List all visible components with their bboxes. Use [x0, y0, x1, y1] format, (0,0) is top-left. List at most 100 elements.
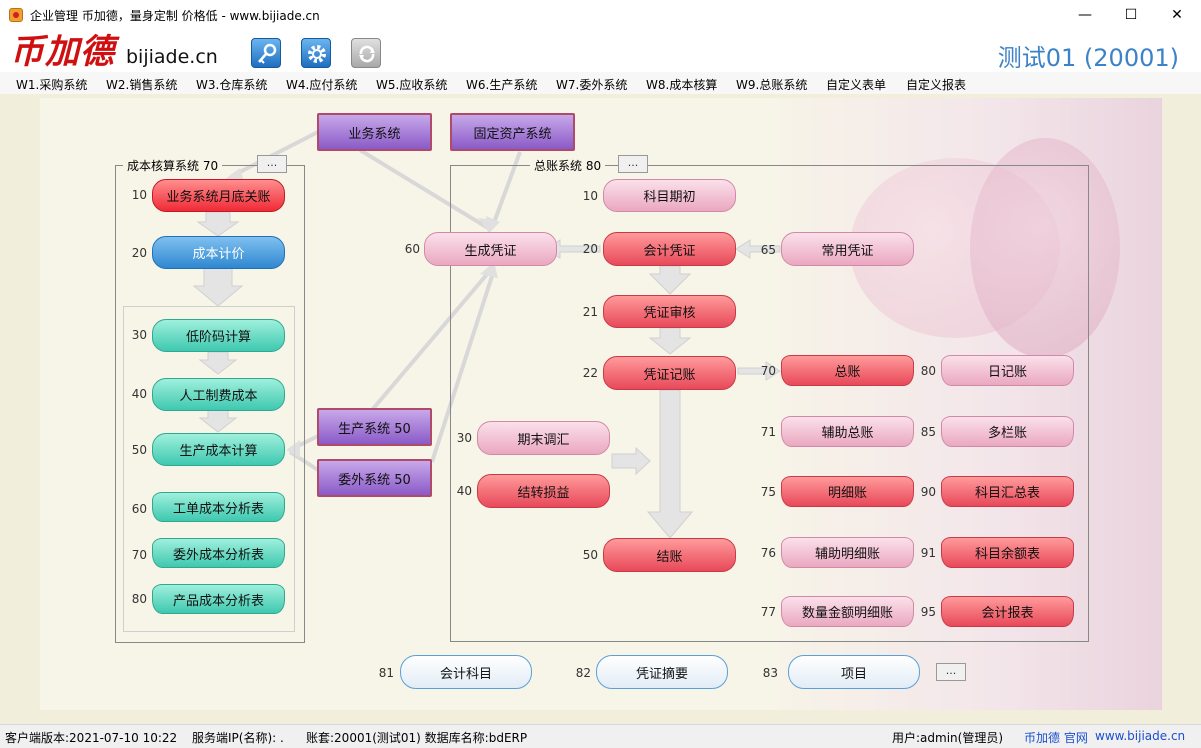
step-number: 95	[920, 605, 936, 619]
step-number: 85	[920, 425, 936, 439]
menu-custom-report[interactable]: 自定义报表	[906, 78, 967, 92]
app-icon	[9, 8, 23, 22]
step-number: 60	[404, 242, 420, 256]
refresh-icon[interactable]	[351, 38, 381, 68]
gl-group-more-button[interactable]: ...	[618, 155, 648, 173]
aux-detail-ledger-report-button[interactable]: 辅助明细账	[781, 537, 914, 568]
chart-of-accounts-button[interactable]: 会计科目	[400, 655, 532, 689]
current-user: 用户:admin(管理员)	[892, 731, 1004, 745]
step-number: 91	[920, 546, 936, 560]
business-system-button[interactable]: 业务系统	[317, 113, 432, 151]
generate-voucher-button[interactable]: 生成凭证	[424, 232, 557, 266]
menu-receivable[interactable]: W5.应收系统	[376, 78, 448, 92]
status-bar: 客户端版本:2021-07-10 10:22 服务端IP(名称): . 账套:2…	[0, 724, 1201, 748]
period-end-exchange-button[interactable]: 期末调汇	[477, 421, 610, 455]
account-info: 账套:20001(测试01) 数据库名称:bdERP	[306, 731, 528, 745]
step-number: 83	[762, 666, 778, 680]
step-number: 71	[760, 425, 776, 439]
step-number: 75	[760, 485, 776, 499]
step-number: 70	[131, 548, 147, 562]
aux-ledger-report-button[interactable]: 辅助总账	[781, 416, 914, 447]
multi-column-report-button[interactable]: 多栏账	[941, 416, 1074, 447]
voucher-review-button[interactable]: 凭证审核	[603, 295, 736, 328]
step-number: 65	[760, 243, 776, 257]
step-number: 40	[131, 387, 147, 401]
gl-group-title: 总账系统 80	[530, 157, 606, 174]
voucher-posting-button[interactable]: 凭证记账	[603, 356, 736, 390]
step-number: 10	[131, 188, 147, 202]
menu-sales[interactable]: W2.销售系统	[106, 78, 178, 92]
brand-site: bijiade.cn	[126, 46, 218, 68]
step-number: 70	[760, 364, 776, 378]
client-version: 客户端版本:2021-07-10 10:22	[5, 731, 178, 745]
production-system-button[interactable]: 生产系统 50	[317, 408, 432, 446]
step-number: 50	[582, 548, 598, 562]
step-number: 80	[131, 592, 147, 606]
menu-purchase[interactable]: W1.采购系统	[16, 78, 88, 92]
financial-statement-report-button[interactable]: 会计报表	[941, 596, 1074, 627]
company-title: 测试01 (20001)	[997, 44, 1179, 72]
step-number: 21	[582, 305, 598, 319]
menu-outsourcing[interactable]: W7.委外系统	[556, 78, 628, 92]
key-icon[interactable]	[251, 38, 281, 68]
detail-ledger-report-button[interactable]: 明细账	[781, 476, 914, 507]
maximize-button[interactable]: ☐	[1124, 7, 1138, 23]
bottom-more-button[interactable]: ...	[936, 663, 966, 681]
step-number: 30	[456, 431, 472, 445]
voucher-summary-button[interactable]: 凭证摘要	[596, 655, 728, 689]
qty-amount-detail-report-button[interactable]: 数量金额明细账	[781, 596, 914, 627]
step-number: 20	[131, 246, 147, 260]
general-ledger-group	[450, 165, 1089, 642]
low-level-code-button[interactable]: 低阶码计算	[152, 319, 285, 352]
menu-production[interactable]: W6.生产系统	[466, 78, 538, 92]
menu-bar: W1.采购系统 W2.销售系统 W3.仓库系统 W4.应付系统 W5.应收系统 …	[0, 72, 1201, 94]
outsourcing-cost-report-button[interactable]: 委外成本分析表	[152, 538, 285, 568]
cost-pricing-button[interactable]: 成本计价	[152, 236, 285, 269]
month-end-close-button[interactable]: 业务系统月底关账	[152, 179, 285, 212]
opening-balance-button[interactable]: 科目期初	[603, 179, 736, 212]
menu-warehouse[interactable]: W3.仓库系统	[196, 78, 268, 92]
menu-custom-form[interactable]: 自定义表单	[826, 78, 887, 92]
account-balance-report-button[interactable]: 科目余额表	[941, 537, 1074, 568]
project-button[interactable]: 项目	[788, 655, 920, 689]
account-summary-report-button[interactable]: 科目汇总表	[941, 476, 1074, 507]
journal-report-button[interactable]: 日记账	[941, 355, 1074, 386]
menu-costing[interactable]: W8.成本核算	[646, 78, 718, 92]
close-period-button[interactable]: 结账	[603, 538, 736, 572]
menu-payable[interactable]: W4.应付系统	[286, 78, 358, 92]
step-number: 60	[131, 502, 147, 516]
common-voucher-button[interactable]: 常用凭证	[781, 232, 914, 266]
step-number: 90	[920, 485, 936, 499]
step-number: 10	[582, 189, 598, 203]
carry-forward-pl-button[interactable]: 结转损益	[477, 474, 610, 508]
production-cost-calc-button[interactable]: 生产成本计算	[152, 433, 285, 466]
general-ledger-report-button[interactable]: 总账	[781, 355, 914, 386]
flower-petal-decoration	[970, 138, 1120, 358]
gear-icon[interactable]	[301, 38, 331, 68]
step-number: 80	[920, 364, 936, 378]
outsourcing-system-button[interactable]: 委外系统 50	[317, 459, 432, 497]
title-bar: 企业管理 币加德，量身定制 价格低 - www.bijiade.cn — ☐ ✕	[0, 0, 1201, 30]
window-title: 企业管理 币加德，量身定制 价格低 - www.bijiade.cn	[30, 9, 320, 23]
official-site-link[interactable]: 币加德 官网	[1024, 731, 1088, 745]
step-number: 22	[582, 366, 598, 380]
close-button[interactable]: ✕	[1171, 7, 1183, 23]
menu-general-ledger[interactable]: W9.总账系统	[736, 78, 808, 92]
cost-calc-subgroup	[123, 306, 295, 632]
step-number: 20	[582, 242, 598, 256]
step-number: 50	[131, 443, 147, 457]
step-number: 30	[131, 328, 147, 342]
labor-overhead-button[interactable]: 人工制费成本	[152, 378, 285, 411]
server-ip: 服务端IP(名称): .	[192, 731, 284, 745]
cost-group-more-button[interactable]: ...	[257, 155, 287, 173]
website-link[interactable]: www.bijiade.cn	[1095, 729, 1186, 743]
product-cost-report-button[interactable]: 产品成本分析表	[152, 584, 285, 614]
step-number: 82	[575, 666, 591, 680]
accounting-voucher-button[interactable]: 会计凭证	[603, 232, 736, 266]
work-order-cost-report-button[interactable]: 工单成本分析表	[152, 492, 285, 522]
minimize-button[interactable]: —	[1078, 7, 1092, 23]
step-number: 40	[456, 484, 472, 498]
step-number: 77	[760, 605, 776, 619]
fixed-assets-system-button[interactable]: 固定资产系统	[450, 113, 575, 151]
